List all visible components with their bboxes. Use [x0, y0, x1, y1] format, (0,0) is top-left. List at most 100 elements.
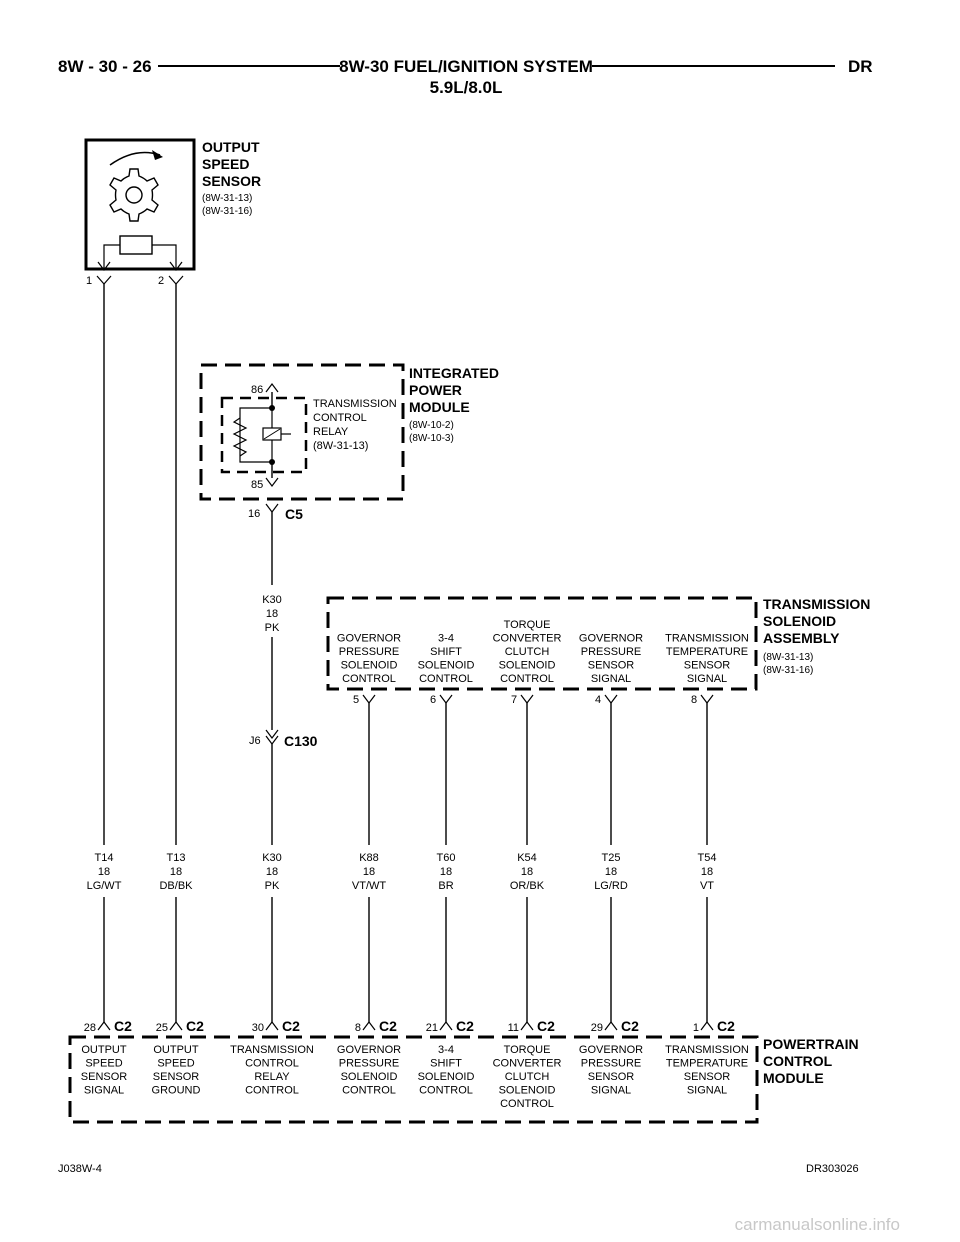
pcm-function-label: SIGNAL — [591, 1085, 631, 1097]
tsa-function-label: SIGNAL — [687, 673, 727, 685]
tsa-pin-number: 7 — [511, 694, 517, 706]
tsa-function-label: SOLENOID — [418, 660, 475, 672]
tsa-function-label: SENSOR — [588, 660, 635, 672]
tsa-function-label: SHIFT — [430, 646, 462, 658]
wire-circuit-label: T13 — [167, 852, 186, 864]
page-number: 8W - 30 - 26 — [58, 57, 152, 76]
pcm-function-label: GOVERNOR — [337, 1044, 401, 1056]
pcm-function-label: CONTROL — [245, 1085, 299, 1097]
wire-gauge-label: 18 — [170, 866, 182, 878]
pcm-pin-connector — [700, 1021, 714, 1031]
pcm-connector-name: C2 — [456, 1018, 474, 1034]
oss-title-2: SPEED — [202, 156, 249, 172]
c130-name: C130 — [284, 733, 318, 749]
pcm-function-label: OUTPUT — [81, 1044, 127, 1056]
pcm-connector-name: C2 — [621, 1018, 639, 1034]
wire-color-label: LG/RD — [594, 880, 628, 892]
tsa-ref-1: (8W-31-13) — [763, 652, 813, 663]
relay-coil-diag — [263, 428, 281, 440]
wire-color-label: VT — [700, 880, 714, 892]
pcm-function-label: CONTROL — [419, 1085, 473, 1097]
pcm-pin-connector — [97, 1021, 111, 1031]
pcm-function-label: SENSOR — [588, 1071, 635, 1083]
tsa-function-label: CONTROL — [342, 673, 396, 685]
relay-node-top — [269, 405, 275, 411]
pcm-function-label: SOLENOID — [499, 1085, 556, 1097]
pcm-function-label: SOLENOID — [418, 1071, 475, 1083]
tsa-function-label: SOLENOID — [499, 660, 556, 672]
tsa-function-label: SIGNAL — [591, 673, 631, 685]
pcm-pin-number: 1 — [693, 1022, 699, 1034]
ipm-ref-2: (8W-10-3) — [409, 433, 454, 444]
wire-color-label: LG/WT — [87, 880, 122, 892]
wire-gauge-label: 18 — [521, 866, 533, 878]
wire-circuit-label: K88 — [359, 852, 379, 864]
oss-title-1: OUTPUT — [202, 139, 260, 155]
oss-title-3: SENSOR — [202, 173, 261, 189]
oss-ref-1: (8W-31-13) — [202, 193, 252, 204]
tsa-function-label: SENSOR — [684, 660, 731, 672]
ipm-connector-arrow — [265, 503, 279, 513]
pcm-function-label: PRESSURE — [581, 1058, 642, 1070]
pcm-function-label: SENSOR — [684, 1071, 731, 1083]
pcm-function-label: SIGNAL — [84, 1085, 124, 1097]
tsa-function-label: CLUTCH — [505, 646, 550, 658]
tsa-title-2: SOLENOID — [763, 613, 836, 629]
relay-name-2: CONTROL — [313, 412, 367, 424]
pcm-function-label: SOLENOID — [341, 1071, 398, 1083]
wire-color-label: VT/WT — [352, 880, 386, 892]
wire-gauge-label: 18 — [363, 866, 375, 878]
sensor-internal-wiring-2 — [152, 244, 177, 268]
pcm-connector-name: C2 — [282, 1018, 300, 1034]
wire-gauge-label: 18 — [605, 866, 617, 878]
pcm-connector-name: C2 — [537, 1018, 555, 1034]
sensor-internal-wiring — [103, 244, 120, 268]
k30-upper-circuit: K30 — [262, 594, 282, 606]
pcm-function-label: SIGNAL — [687, 1085, 727, 1097]
ipm-box — [199, 363, 405, 501]
wire-layer — [103, 284, 708, 1022]
pcm-function-label: CLUTCH — [505, 1071, 550, 1083]
relay-pin-85: 85 — [251, 479, 263, 491]
tsa-function-label: TORQUE — [504, 619, 551, 631]
pcm-function-label: CONVERTER — [493, 1058, 562, 1070]
pcm-function-label: TRANSMISSION — [230, 1044, 314, 1056]
pin-2-arrow-icon — [169, 261, 183, 271]
pcm-pin-number: 30 — [252, 1022, 264, 1034]
relay-pin-86: 86 — [251, 384, 263, 396]
pcm-box — [68, 1035, 759, 1124]
pcm-pin-connector — [439, 1021, 453, 1031]
wire-circuit-label: T54 — [698, 852, 717, 864]
tsa-function-label: CONTROL — [500, 673, 554, 685]
pcm-function-label: RELAY — [254, 1071, 290, 1083]
gear-icon — [109, 168, 159, 222]
pcm-pin-number: 28 — [84, 1022, 96, 1034]
pcm-pin-connector — [520, 1021, 534, 1031]
pcm-connector-name: C2 — [186, 1018, 204, 1034]
wire-circuit-label: K30 — [262, 852, 282, 864]
tsa-function-label: GOVERNOR — [579, 633, 643, 645]
relay-name-3: RELAY — [313, 426, 349, 438]
wire-color-label: BR — [438, 880, 453, 892]
ipm-title-3: MODULE — [409, 399, 470, 415]
pcm-function-label: PRESSURE — [339, 1058, 400, 1070]
oss-pin-2: 2 — [158, 275, 164, 287]
relay-name-1: TRANSMISSION — [313, 398, 397, 410]
tsa-function-label: PRESSURE — [581, 646, 642, 658]
c130-pin: J6 — [249, 735, 261, 747]
tsa-pin-connector — [520, 694, 534, 704]
relay-pin-85-conn — [265, 477, 279, 487]
wire-label-group: T1418LG/WTT1318DB/BKK3018PKK8818VT/WTT60… — [87, 852, 717, 892]
pcm-function-label: SHIFT — [430, 1058, 462, 1070]
tsa-pin-number: 5 — [353, 694, 359, 706]
k30-upper-gauge: 18 — [266, 608, 278, 620]
tsa-pin-connector — [604, 694, 618, 704]
k30-upper-color: PK — [265, 622, 280, 634]
oss-pin-1: 1 — [86, 275, 92, 287]
relay-resistor-icon — [232, 417, 248, 457]
pcm-function-label: TRANSMISSION — [665, 1044, 749, 1056]
wire-gauge-label: 18 — [266, 866, 278, 878]
pcm-pin-connector — [362, 1021, 376, 1031]
tsa-pin-number: 6 — [430, 694, 436, 706]
